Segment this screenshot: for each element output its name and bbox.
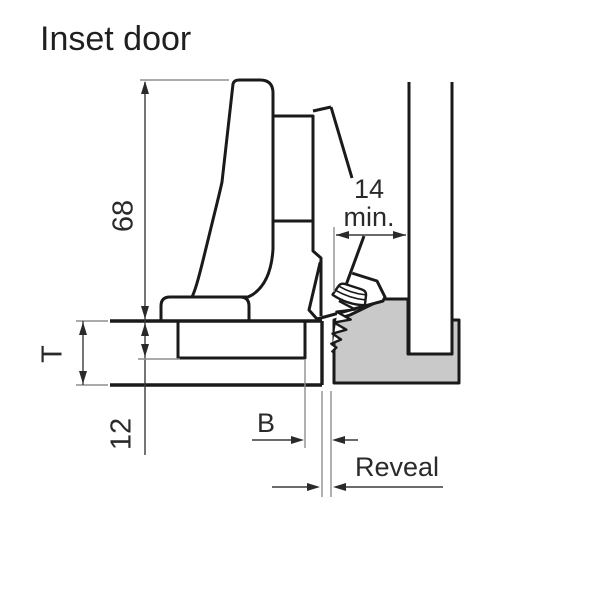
dim-14-label: 14 <box>354 174 384 204</box>
arrow-left-icon <box>332 436 345 444</box>
arrow-down-icon <box>141 306 149 319</box>
screw-head-slot <box>335 285 366 301</box>
screw-head <box>331 282 368 307</box>
arrow-up-icon <box>141 323 149 336</box>
dim-12-label: 12 <box>106 418 138 450</box>
arrow-right-icon <box>307 483 320 491</box>
hinge-lever-arm <box>190 78 275 299</box>
hinge-cup-flange <box>159 295 251 320</box>
hinge-rear-arm-body <box>313 107 367 296</box>
dim-68-label: 68 <box>108 200 140 232</box>
dim-min-clearance: 14 min. <box>333 174 406 292</box>
arrow-up-icon <box>141 81 149 94</box>
dim-T-label: T <box>37 345 69 363</box>
hinge-cup <box>176 321 307 360</box>
door-panel <box>110 319 324 387</box>
dim-door-thickness: T <box>37 320 108 386</box>
dim-min-label: min. <box>343 202 394 232</box>
arrow-left-icon <box>336 231 349 239</box>
arrow-left-icon <box>333 483 346 491</box>
dim-T-extensions <box>76 320 108 386</box>
cabinet-side-panel-edges <box>407 82 454 356</box>
dim-B-label: B <box>257 408 275 438</box>
cabinet-side-panel-face <box>410 82 451 353</box>
dim-hinge-height: 68 12 <box>106 79 229 455</box>
dim-reveal: Reveal <box>272 452 443 491</box>
dim-reveal-label: Reveal <box>355 452 439 482</box>
arrow-right-icon <box>393 231 406 239</box>
hinge-mid-link <box>271 114 315 223</box>
arrow-down-icon <box>79 371 87 384</box>
reveal-extension-lines <box>321 391 332 497</box>
arrow-down-icon <box>141 344 149 357</box>
screw-thread <box>330 299 357 354</box>
hinge-rear-arm-edges <box>311 105 366 316</box>
arrow-right-icon <box>291 436 304 444</box>
arrow-up-icon <box>79 322 87 335</box>
dim-bore-distance: B <box>252 360 358 497</box>
mounting-screw <box>330 282 368 354</box>
cabinet-side-panel <box>407 82 454 356</box>
diagram-title: Inset door <box>40 20 191 58</box>
hinge-rear-arm <box>311 105 367 316</box>
